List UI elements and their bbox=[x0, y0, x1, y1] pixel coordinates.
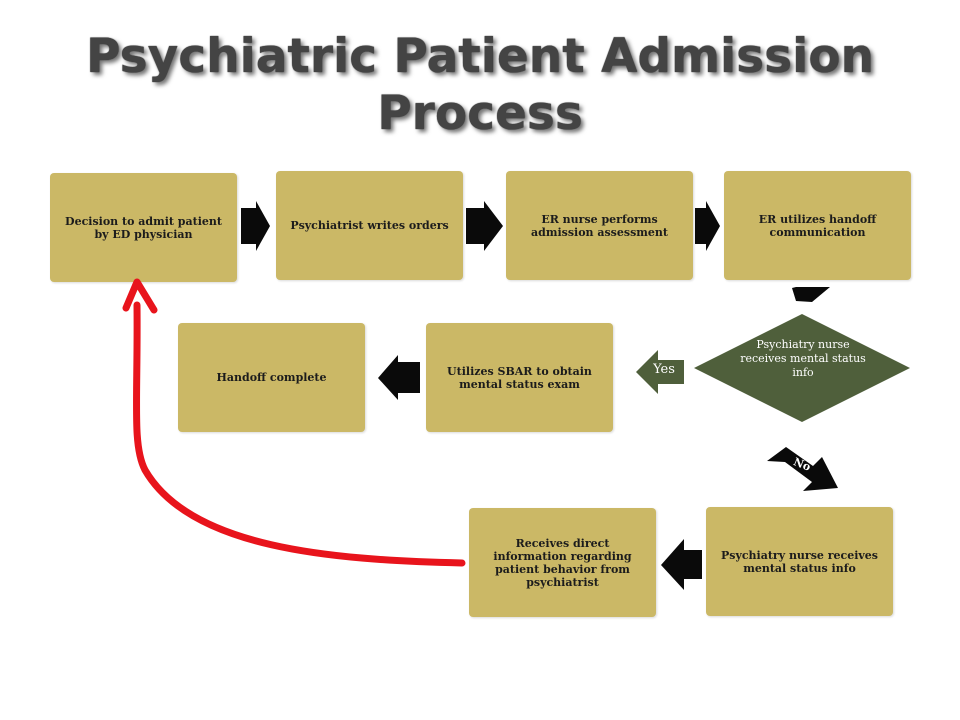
arrow-down-no-icon bbox=[767, 447, 838, 491]
decision-diamond bbox=[694, 314, 910, 422]
loop-arrowhead-icon bbox=[122, 278, 158, 314]
loop-back-arrow bbox=[132, 301, 466, 567]
step-label: Psychiatry nurse receives mental status … bbox=[720, 548, 879, 575]
step-label: Decision to admit patient by ED physicia… bbox=[65, 214, 222, 241]
step-psych-nurse-receives: Psychiatry nurse receives mental status … bbox=[706, 507, 893, 616]
decision-label: Psychiatry nurse receives mental status … bbox=[740, 338, 866, 379]
step-decision-to-admit: Decision to admit patient by ED physicia… bbox=[50, 173, 237, 282]
yes-branch-label: Yes bbox=[653, 362, 675, 377]
step-utilizes-sbar: Utilizes SBAR to obtain mental status ex… bbox=[426, 323, 613, 432]
step-label: Receives direct information regarding pa… bbox=[493, 536, 632, 589]
arrow-right-icon bbox=[466, 201, 503, 251]
step-handoff-complete: Handoff complete bbox=[178, 323, 365, 432]
arrow-left-icon bbox=[378, 355, 420, 400]
step-er-nurse-assessment: ER nurse performs admission assessment bbox=[506, 171, 693, 280]
step-label: Handoff complete bbox=[216, 371, 327, 384]
step-direct-information: Receives direct information regarding pa… bbox=[469, 508, 656, 617]
arrow-left-icon bbox=[661, 539, 702, 590]
step-label: ER utilizes handoff communication bbox=[758, 212, 877, 239]
arrow-right-icon bbox=[241, 201, 270, 251]
page-title: Psychiatric Patient Admission Process bbox=[86, 29, 874, 141]
arrow-down-icon bbox=[792, 282, 830, 302]
step-label: ER nurse performs admission assessment bbox=[531, 212, 668, 239]
arrow-left-yes-icon bbox=[636, 350, 684, 394]
step-label: Psychiatrist writes orders bbox=[290, 219, 449, 232]
step-psychiatrist-writes-orders: Psychiatrist writes orders bbox=[276, 171, 463, 280]
step-er-handoff: ER utilizes handoff communication bbox=[724, 171, 911, 280]
arrow-right-icon bbox=[695, 201, 720, 251]
step-label: Utilizes SBAR to obtain mental status ex… bbox=[447, 364, 592, 391]
